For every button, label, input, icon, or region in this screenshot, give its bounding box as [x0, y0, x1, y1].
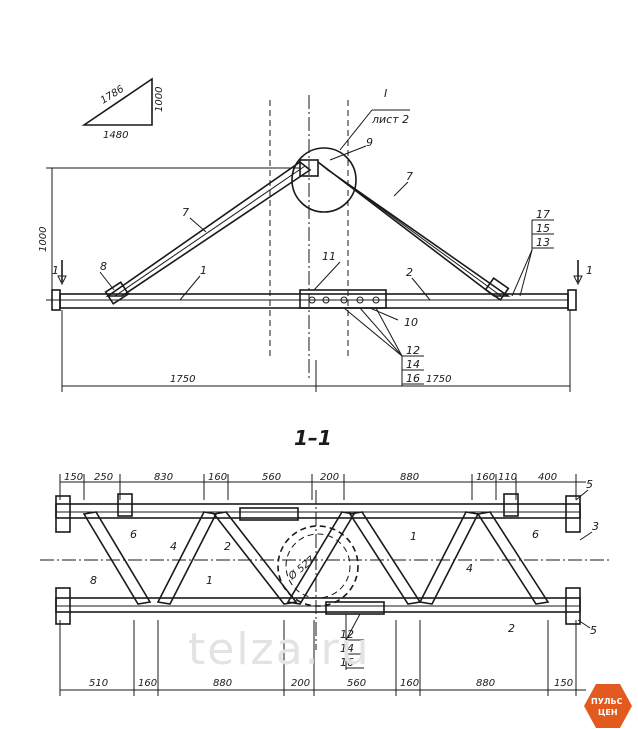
pos-8-section: 8: [90, 574, 97, 587]
bottom-dim-7: 150: [554, 678, 573, 689]
node-sheet-label: лист 2: [371, 113, 409, 126]
pos-2-bottom: 2: [508, 622, 515, 635]
section-diagonals: [82, 511, 550, 605]
pos-7-left: 7: [182, 206, 189, 219]
triangle-vert-label: 1000: [154, 87, 165, 112]
pos-14-top: 14: [406, 358, 420, 371]
pos-4-right: 4: [466, 562, 473, 575]
bottom-dim-chain: 510 160 880 200 560 160 880 150: [89, 678, 573, 689]
pos-4-left: 4: [170, 540, 177, 553]
bottom-dim-0: 510: [89, 678, 108, 689]
triangle-base-label: 1480: [103, 130, 128, 141]
pos-9-top: 9: [366, 136, 373, 149]
bottom-dim-3: 200: [291, 678, 310, 689]
pos-12-section: 12: [340, 628, 354, 641]
bottom-dim-5: 160: [400, 678, 419, 689]
pos-14-section: 14: [340, 642, 354, 655]
pos-5-top: 5: [586, 478, 593, 491]
pos-5-bottom: 5: [590, 624, 597, 637]
pos-6-right: 6: [532, 528, 539, 541]
top-dim-1: 250: [94, 472, 113, 483]
pos-1-right: 1: [410, 530, 417, 543]
top-dim-5: 200: [320, 472, 339, 483]
pos-7-right: 7: [406, 170, 413, 183]
top-dim-0: 150: [64, 472, 83, 483]
pos-3-side: 3: [592, 520, 599, 533]
height-dim: 1000: [38, 227, 49, 252]
pos-15-top: 15: [536, 222, 550, 235]
half-left-dim: 1750: [170, 374, 195, 385]
top-dim-6: 880: [400, 472, 419, 483]
cut-right-label: 1: [586, 264, 593, 277]
pos-12-top: 12: [406, 344, 420, 357]
pos-1-mid: 1: [206, 574, 213, 587]
pos-11-top: 11: [322, 250, 336, 263]
column-outline: [269, 95, 349, 380]
pos-13-top: 13: [536, 236, 550, 249]
pos-16-section: 16: [340, 656, 354, 669]
top-dim-8: 110: [498, 472, 517, 483]
bottom-dim-4: 560: [347, 678, 366, 689]
node-callout: I лист 2: [291, 87, 410, 213]
top-dim-9: 400: [538, 472, 557, 483]
pos-8-top: 8: [100, 260, 107, 273]
triangle-hyp-label: 1786: [99, 84, 126, 107]
pos-6-left: 6: [130, 528, 137, 541]
half-right-dim: 1750: [426, 374, 451, 385]
pos-2-left: 2: [224, 540, 231, 553]
pos-10-top: 10: [404, 316, 418, 329]
node-roman-label: I: [384, 87, 387, 100]
pos-1-top: 1: [200, 264, 207, 277]
slope-triangle: 1786 1000 1480: [81, 77, 165, 141]
pos-16-top: 16: [406, 372, 420, 385]
top-dim-7: 160: [476, 472, 495, 483]
logo: ПУЛЬС ЦЕН: [584, 684, 632, 728]
logo-line2: ЦЕН: [598, 708, 618, 717]
bottom-dim-2: 880: [213, 678, 232, 689]
logo-line1: ПУЛЬС: [591, 697, 623, 706]
bottom-dim-6: 880: [476, 678, 495, 689]
top-dim-4: 560: [262, 472, 281, 483]
cut-left-label: 1: [52, 264, 59, 277]
bottom-dim-1: 160: [138, 678, 157, 689]
section-title: 1–1: [294, 426, 332, 450]
watermark: telza.ru: [188, 624, 371, 675]
top-dim-3: 160: [208, 472, 227, 483]
pos-2-top: 2: [406, 266, 413, 279]
top-view: 1000 1750 1750 1 1 8 1 2 7 7 9 11 10: [38, 136, 593, 392]
pos-17-top: 17: [536, 208, 550, 221]
top-dim-2: 830: [154, 472, 173, 483]
